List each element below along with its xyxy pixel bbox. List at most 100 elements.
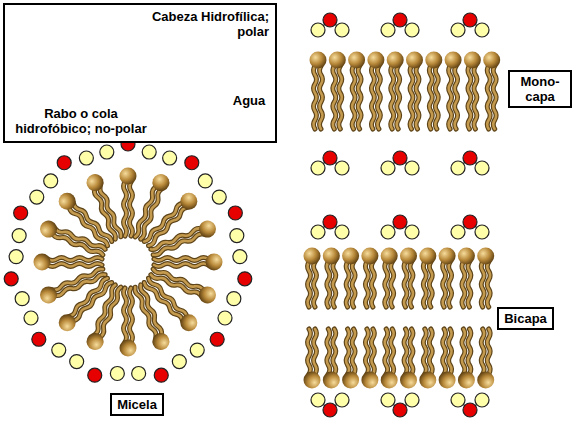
lipid-head (310, 52, 327, 69)
hydrogen-atom (381, 161, 395, 175)
oxygen-atom (393, 215, 407, 229)
lipid-tail (487, 329, 490, 374)
lipid-tail (99, 186, 122, 237)
tail-label: Rabo o cola hidrofóbico; no-polar (5, 106, 157, 136)
lipid-tail (154, 258, 208, 261)
phospholipid (458, 248, 475, 308)
hydrogen-atom (381, 393, 395, 407)
lipid-tail (385, 329, 388, 374)
oxygen-atom (228, 206, 242, 220)
phospholipid (348, 52, 365, 130)
lipid-tail (314, 66, 317, 129)
lipid-tail (462, 262, 465, 307)
lipid-tail (48, 258, 102, 261)
lipid-head (464, 52, 481, 69)
lipid-head (342, 372, 359, 389)
lipid-tail (429, 329, 432, 374)
lipid-head (55, 311, 79, 335)
oxygen-atom (393, 13, 407, 27)
lipid-tail (493, 66, 496, 129)
lipid-tail (410, 329, 413, 374)
lipid-tail (320, 66, 323, 129)
lipid-tail (154, 264, 208, 267)
lipid-head (419, 248, 436, 265)
phospholipid (149, 218, 219, 260)
phospholipid (361, 248, 378, 308)
lipid-tail (416, 66, 419, 129)
lipid-tail (124, 182, 127, 236)
lipid-tail (423, 262, 426, 307)
hydrogen-atom (212, 190, 226, 204)
structure-label: Micela (112, 395, 162, 414)
lipid-head (37, 218, 59, 240)
water-label: Agua (227, 93, 271, 108)
lipid-head (304, 372, 321, 389)
phospholipid (425, 52, 442, 130)
lipid-head (458, 372, 475, 389)
hydrogen-atom (190, 343, 204, 357)
lipid-head (361, 372, 378, 389)
hydrogen-atom (381, 23, 395, 37)
lipid-tail (385, 329, 388, 374)
head-label: Cabeza Hidrofílica; polar (137, 9, 269, 39)
lipid-head (400, 372, 417, 389)
lipid-tail (468, 66, 471, 129)
oxygen-atom (14, 206, 28, 220)
lipid-tail (154, 258, 208, 261)
lipid-tail (333, 66, 336, 129)
hydrogen-atom (335, 393, 349, 407)
hydrogen-atom (142, 145, 156, 159)
hydrogen-atom (475, 161, 489, 175)
lipid-tail (410, 66, 413, 129)
lipid-tail (130, 182, 133, 236)
lipid-tail (48, 264, 102, 267)
lipid-tail (365, 329, 368, 374)
phospholipid (361, 329, 378, 389)
lipid-tail (333, 329, 336, 374)
lipid-tail (474, 66, 477, 129)
lipid-tail (346, 329, 349, 374)
oxygen-atom (463, 403, 477, 417)
lipid-tail (429, 262, 432, 307)
phospholipid (381, 248, 398, 308)
hydrogen-atom (475, 393, 489, 407)
lipid-tail (404, 262, 407, 307)
phospholipid (304, 329, 321, 389)
label-box: Mono-capa (508, 70, 572, 108)
legend-box: Cabeza Hidrofílica; polarRabo o cola hid… (3, 3, 277, 143)
oxygen-atom (88, 368, 102, 382)
lipid-head (150, 171, 172, 193)
lipid-tail (455, 66, 458, 129)
lipid-tail (481, 262, 484, 307)
hydrogen-atom (132, 366, 146, 380)
hydrogen-atom (230, 229, 244, 243)
lipid-tail (358, 66, 361, 129)
hydrogen-atom (233, 250, 247, 264)
lipid-tail (124, 182, 127, 236)
lipid-head (483, 52, 500, 69)
oxygen-atom (463, 151, 477, 165)
phospholipid (323, 329, 340, 389)
lipid-tail (391, 262, 394, 307)
phospholipid (458, 329, 475, 389)
lipid-tail (52, 268, 103, 291)
lipid-tail (371, 66, 374, 129)
oxygen-atom (393, 151, 407, 165)
phospholipid (483, 52, 500, 130)
lipid-tail (365, 262, 368, 307)
lipid-tail (391, 66, 394, 129)
lipid-tail (404, 329, 407, 374)
hydrogen-atom (405, 393, 419, 407)
lipid-tail (449, 66, 452, 129)
structure-label: Bicapa (499, 309, 552, 328)
oxygen-atom (463, 13, 477, 27)
lipid-head (323, 248, 340, 265)
hydrogen-atom (12, 229, 26, 243)
hydrogen-atom (100, 145, 114, 159)
lipid-head (381, 372, 398, 389)
lipid-tail (404, 262, 407, 307)
structure-label: Mono-capa (510, 72, 570, 106)
lipid-head (400, 248, 417, 265)
lipid-tail (429, 66, 432, 129)
